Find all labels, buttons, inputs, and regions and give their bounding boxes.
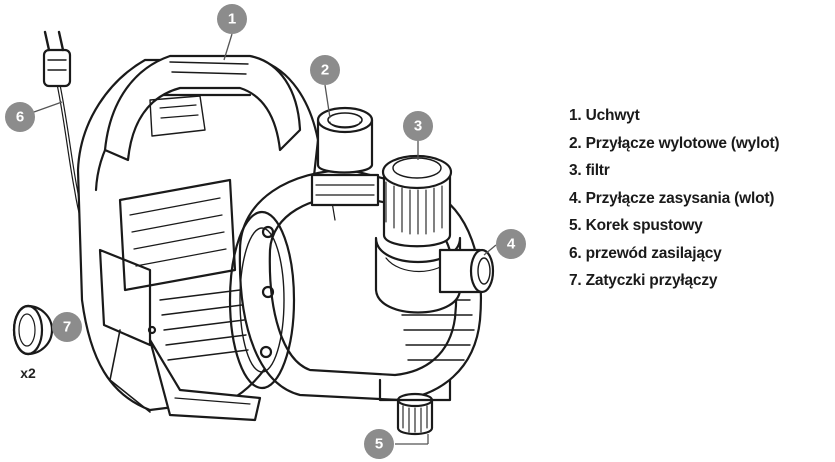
handle [103,54,302,162]
callout-6: 6 [5,102,35,132]
legend-item-handle: 1. Uchwyt [569,107,640,124]
svg-text:5: 5 [375,436,383,453]
outlet-port [310,106,380,207]
svg-text:7: 7 [63,319,71,336]
svg-text:1: 1 [228,11,236,28]
legend-item-power-cord: 6. przewód zasilający [569,244,722,262]
callout-5: 5 [364,429,394,459]
leader-lines [33,33,497,445]
svg-text:6: 6 [16,109,24,126]
callout-4: 4 [496,229,526,259]
svg-text:4: 4 [507,236,516,253]
inlet-port [438,248,495,294]
caps-quantity: x2 [20,365,36,381]
legend-item-filter: 3. filtr [569,162,610,179]
parts-legend: 1. Uchwyt 2. Przyłącze wylotowe (wylot) … [569,102,831,295]
connection-caps [12,304,54,356]
callout-7: 7 [52,312,82,342]
legend-item-drain-plug: 5. Korek spustowy [569,217,703,234]
callout-2: 2 [310,55,340,85]
pump-illustration [12,30,495,436]
svg-text:3: 3 [414,118,422,135]
legend-item-outlet: 2. Przyłącze wylotowe (wylot) [569,134,780,152]
svg-text:2: 2 [321,62,329,79]
filter [374,154,462,314]
drain-plug [378,378,452,436]
callout-1: 1 [217,4,247,34]
legend-item-inlet: 4. Przyłącze zasysania (wlot) [569,189,775,207]
legend-item-caps: 7. Zatyczki przyłączy [569,272,718,289]
callout-3: 3 [403,111,433,141]
